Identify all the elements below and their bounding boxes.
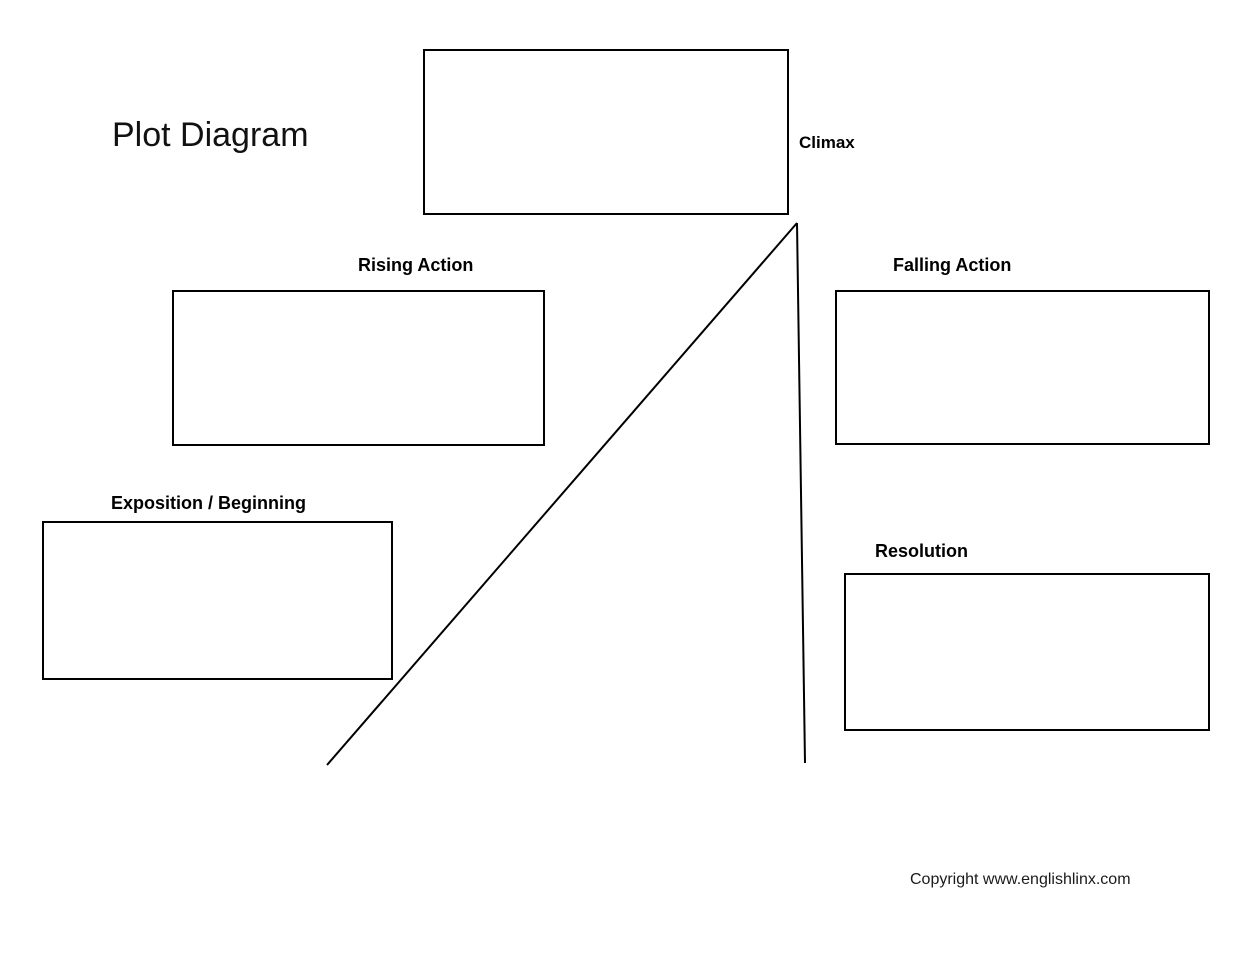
resolution-label: Resolution [875, 541, 968, 561]
page-title: Plot Diagram [112, 116, 309, 154]
rising-action-line [326, 222, 798, 766]
resolution-answer-box [844, 573, 1210, 731]
falling-action-line [796, 222, 806, 764]
exposition-label: Exposition / Beginning [111, 493, 306, 513]
copyright-text: Copyright www.englishlinx.com [910, 871, 1131, 888]
exposition-answer-box [42, 521, 393, 680]
rising-action-answer-box [172, 290, 545, 446]
rising-action-label: Rising Action [358, 255, 474, 275]
climax-label: Climax [799, 133, 855, 152]
climax-answer-box [423, 49, 789, 215]
falling-action-answer-box [835, 290, 1210, 445]
falling-action-label: Falling Action [893, 255, 1012, 275]
